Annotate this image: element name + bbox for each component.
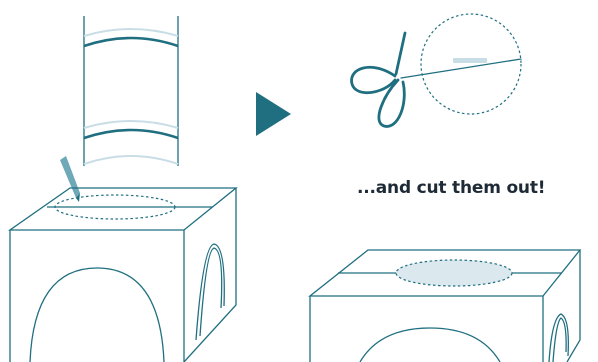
cardboard-tube <box>84 16 178 166</box>
scissors-icon <box>352 33 521 126</box>
cut-slit <box>453 58 487 63</box>
instruction-caption: ...and cut them out! <box>357 178 545 198</box>
next-step-arrow-icon <box>256 92 291 136</box>
pencil-icon <box>60 156 80 202</box>
cut-hole <box>396 260 512 286</box>
cardboard-box-marked <box>10 188 236 362</box>
cut-circle-detail <box>421 14 521 114</box>
